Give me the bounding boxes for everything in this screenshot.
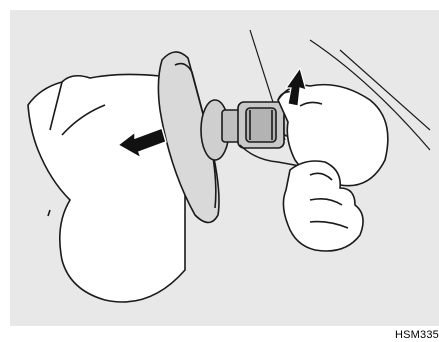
illustration-panel [10, 10, 439, 326]
figure-code: HSM335 [395, 329, 439, 342]
bulb-socket-removal-drawing [10, 10, 439, 326]
